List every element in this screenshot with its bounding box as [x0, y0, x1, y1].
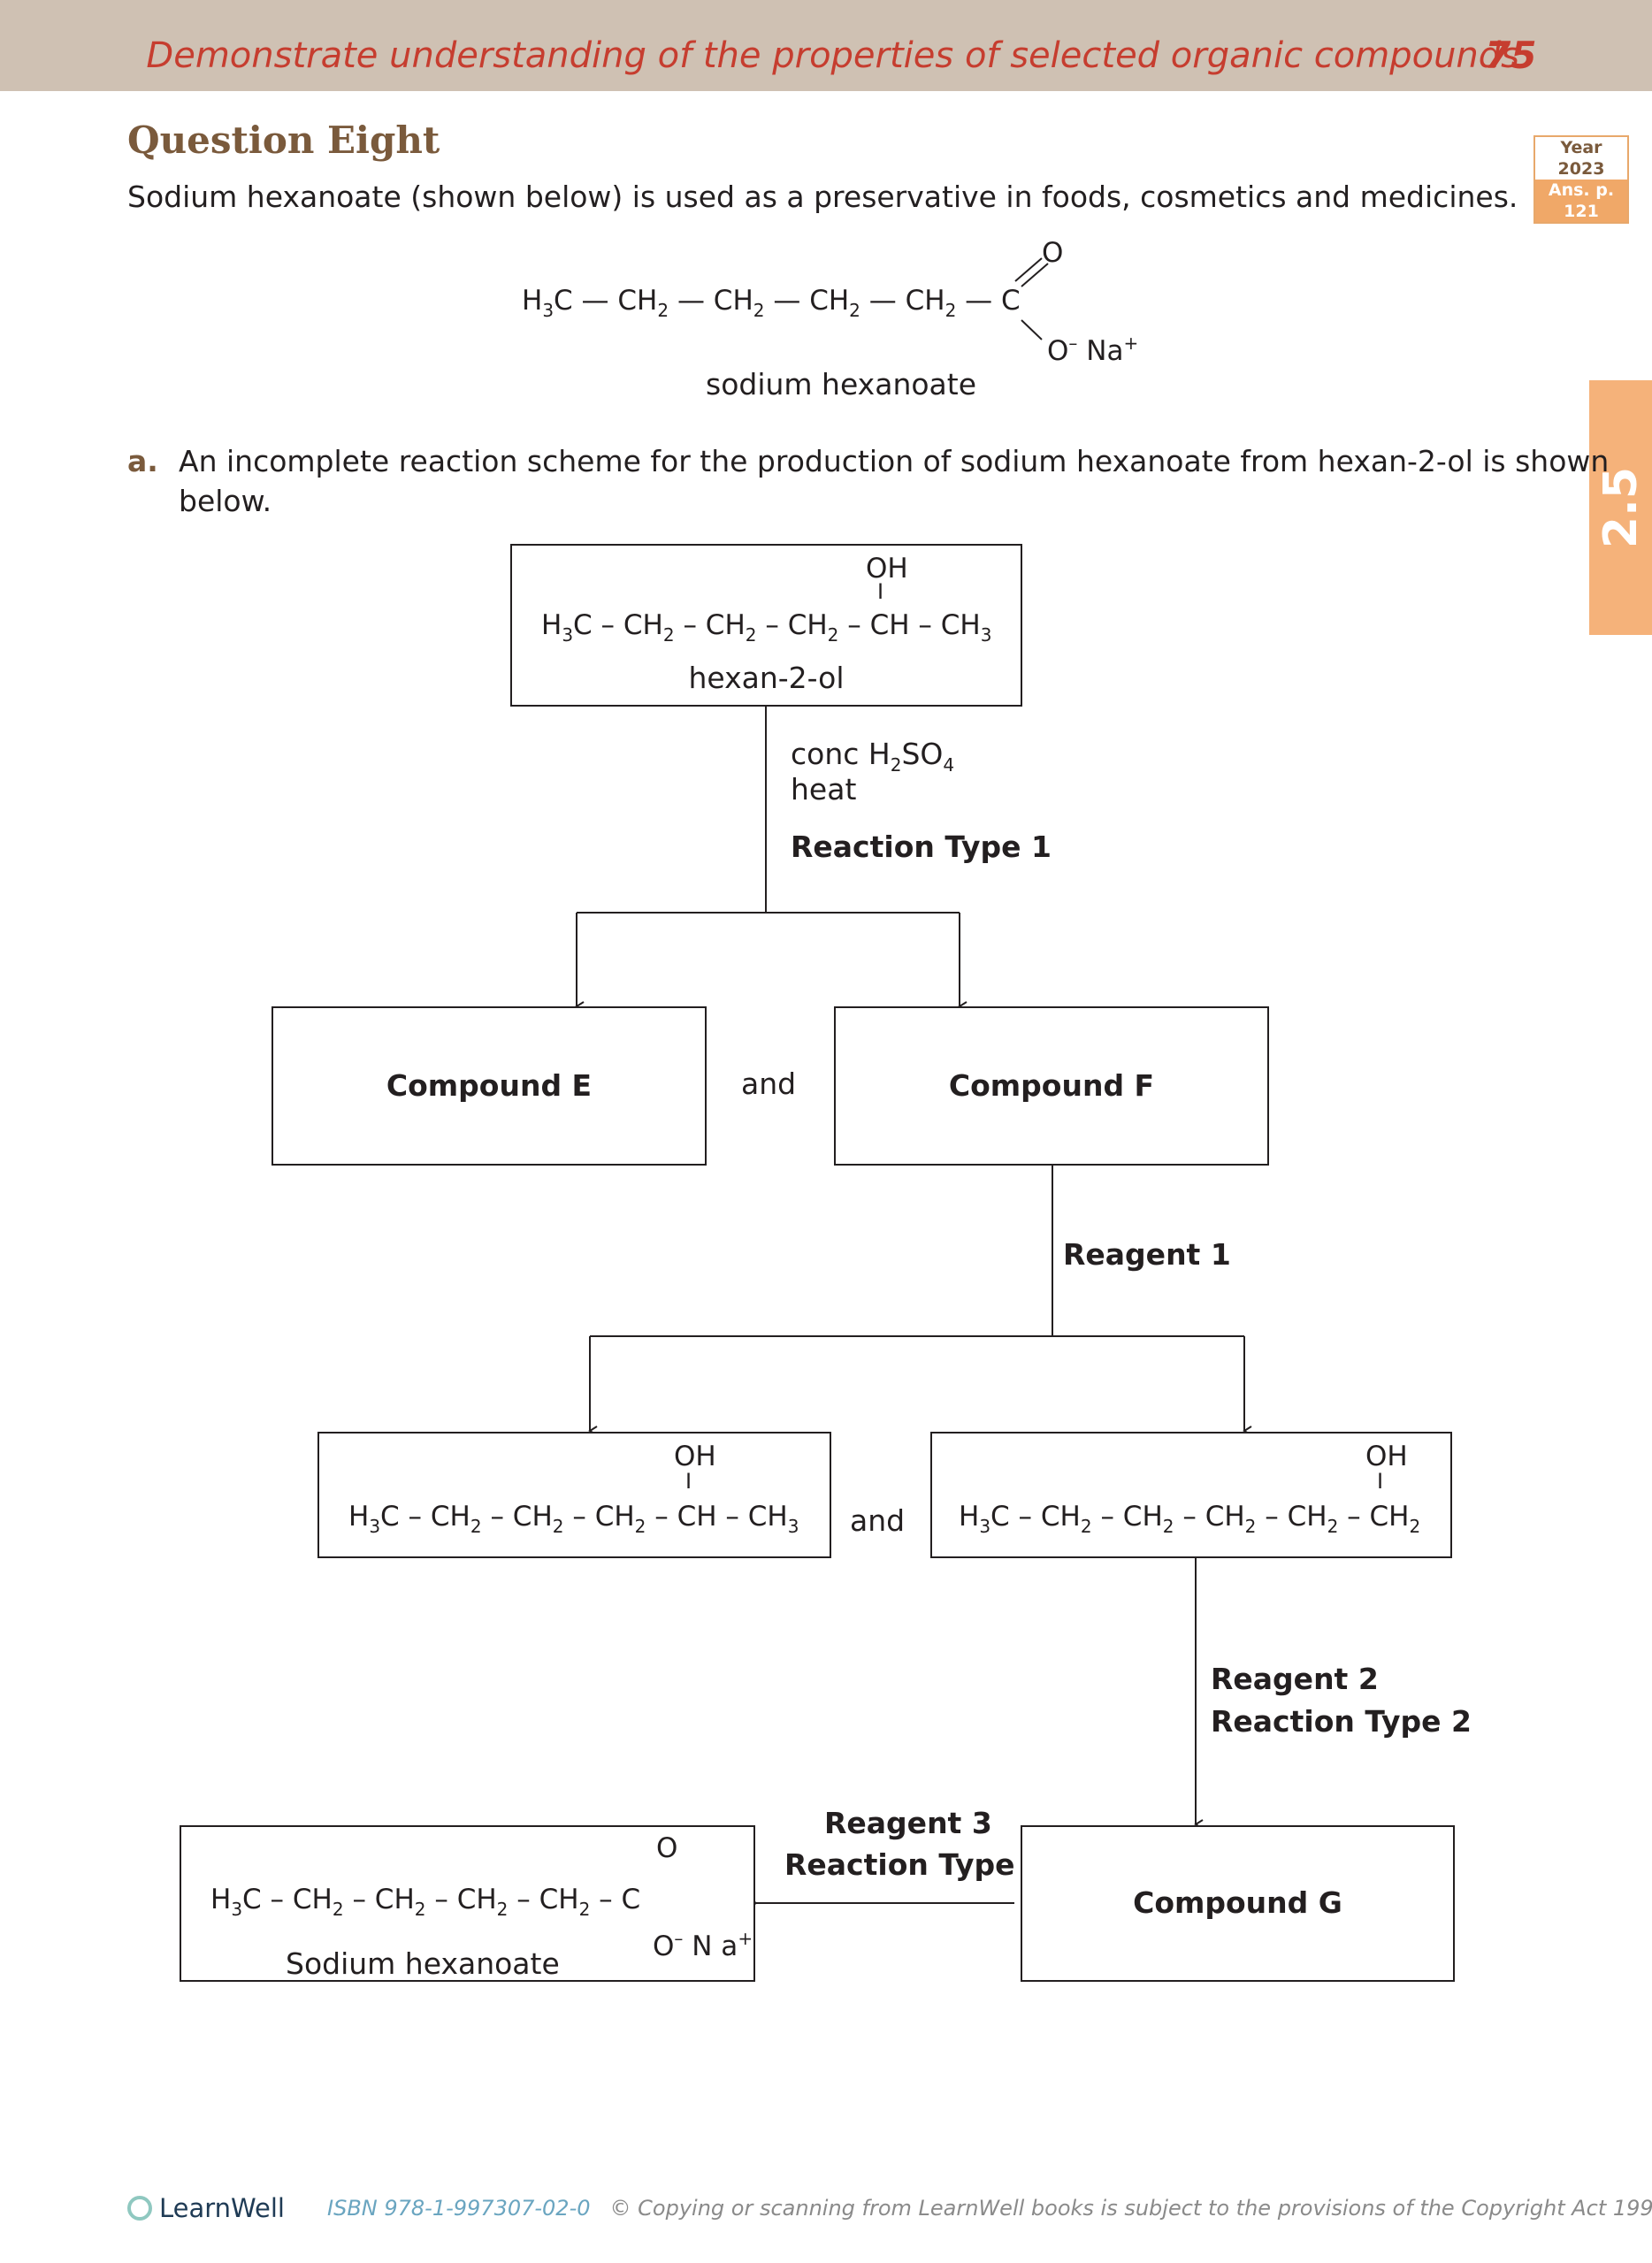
year-label: Year 2023 — [1535, 137, 1627, 180]
question-title: Question Eight — [127, 119, 440, 162]
product-carboxylate: O– N a+ — [653, 1928, 753, 1962]
hexan-1-ol-formula: H3C – CH2 – CH2 – CH2 – CH2 – CH2 — [959, 1501, 1421, 1537]
bond-line-2: I — [685, 1469, 692, 1494]
compound-g-label: Compound G — [1133, 1885, 1342, 1920]
product-carbonyl-oxygen: O — [656, 1832, 678, 1864]
carboxylate-group: O– Na+ — [1047, 333, 1139, 367]
hexan-2-ol-product-box: OH I H3C – CH2 – CH2 – CH2 – CH – CH3 — [317, 1432, 831, 1558]
hexan-2-ol-formula-2: H3C – CH2 – CH2 – CH2 – CH – CH3 — [348, 1501, 799, 1537]
reagent-3-label: Reagent 3 — [824, 1806, 992, 1840]
bond-line: I — [877, 579, 884, 604]
reaction-1-heat: heat — [791, 772, 857, 807]
product-formula: H3C – CH2 – CH2 – CH2 – CH2 – C — [210, 1884, 641, 1920]
hexan-2-ol-name: hexan-2-ol — [688, 661, 845, 695]
compound-e-label: Compound E — [386, 1068, 593, 1103]
footer-copyright: ISBN 978-1-997307-02-0 © Copying or scann… — [327, 2196, 1652, 2221]
hydroxyl-label-2: OH — [674, 1441, 716, 1472]
footer-copyright-text: © Copying or scanning from LearnWell boo… — [609, 2196, 1652, 2221]
product-name: Sodium hexanoate — [286, 1946, 560, 1981]
carbonyl-oxygen: O — [1042, 237, 1064, 269]
reaction-type-2-label: Reaction Type 2 — [1211, 1704, 1472, 1739]
question-intro: Sodium hexanoate (shown below) is used a… — [127, 180, 1518, 214]
sodium-hexanoate-box: O H3C – CH2 – CH2 – CH2 – CH2 – C O– N a… — [180, 1825, 755, 1982]
answer-reference[interactable]: Ans. p. 121 — [1535, 180, 1627, 222]
compound-e-box[interactable]: Compound E — [272, 1006, 707, 1166]
hydroxyl-label: OH — [866, 553, 908, 585]
hydroxyl-label-3: OH — [1365, 1441, 1408, 1472]
part-a-text-line1: An incomplete reaction scheme for the pr… — [179, 444, 1610, 478]
reagent-2-label: Reagent 2 — [1211, 1662, 1379, 1696]
part-a-text-line2: below. — [179, 484, 272, 518]
reaction-type-3-label: Reaction Type 3 — [784, 1847, 1045, 1882]
and-label-2: and — [850, 1503, 906, 1538]
chapter-title: Demonstrate understanding of the propert… — [146, 35, 1519, 76]
hexan-2-ol-box: OH I H3C – CH2 – CH2 – CH2 – CH – CH3 he… — [510, 544, 1022, 707]
compound-f-label: Compound F — [948, 1068, 1155, 1103]
section-tab[interactable]: 2.5 — [1589, 380, 1652, 635]
part-a-label: a. — [127, 444, 158, 478]
reaction-type-1-label: Reaction Type 1 — [791, 830, 1052, 864]
learnwell-logo-icon — [127, 2196, 152, 2221]
page-number: 75 — [1485, 34, 1537, 77]
year-badge[interactable]: Year 2023 Ans. p. 121 — [1533, 135, 1629, 224]
reaction-1-conditions: conc H2SO4 — [791, 737, 955, 776]
compound-g-box[interactable]: Compound G — [1021, 1825, 1455, 1982]
page-header: Demonstrate understanding of the propert… — [0, 0, 1652, 91]
learnwell-logo: LearnWell — [127, 2193, 285, 2223]
compound-f-box[interactable]: Compound F — [834, 1006, 1269, 1166]
sodium-hexanoate-chain: H3C — CH2 — CH2 — CH2 — CH2 — C — [522, 285, 1021, 321]
hexan-2-ol-formula: H3C – CH2 – CH2 – CH2 – CH – CH3 — [541, 609, 992, 646]
bond-line-3: I — [1377, 1469, 1384, 1494]
structure-caption: sodium hexanoate — [706, 367, 977, 401]
reagent-1-label: Reagent 1 — [1063, 1237, 1231, 1272]
hexan-1-ol-box: OH I H3C – CH2 – CH2 – CH2 – CH2 – CH2 — [930, 1432, 1452, 1558]
footer-isbn: ISBN 978-1-997307-02-0 — [327, 2196, 591, 2221]
learnwell-logo-text: LearnWell — [159, 2193, 285, 2223]
and-label-1: and — [741, 1067, 797, 1101]
